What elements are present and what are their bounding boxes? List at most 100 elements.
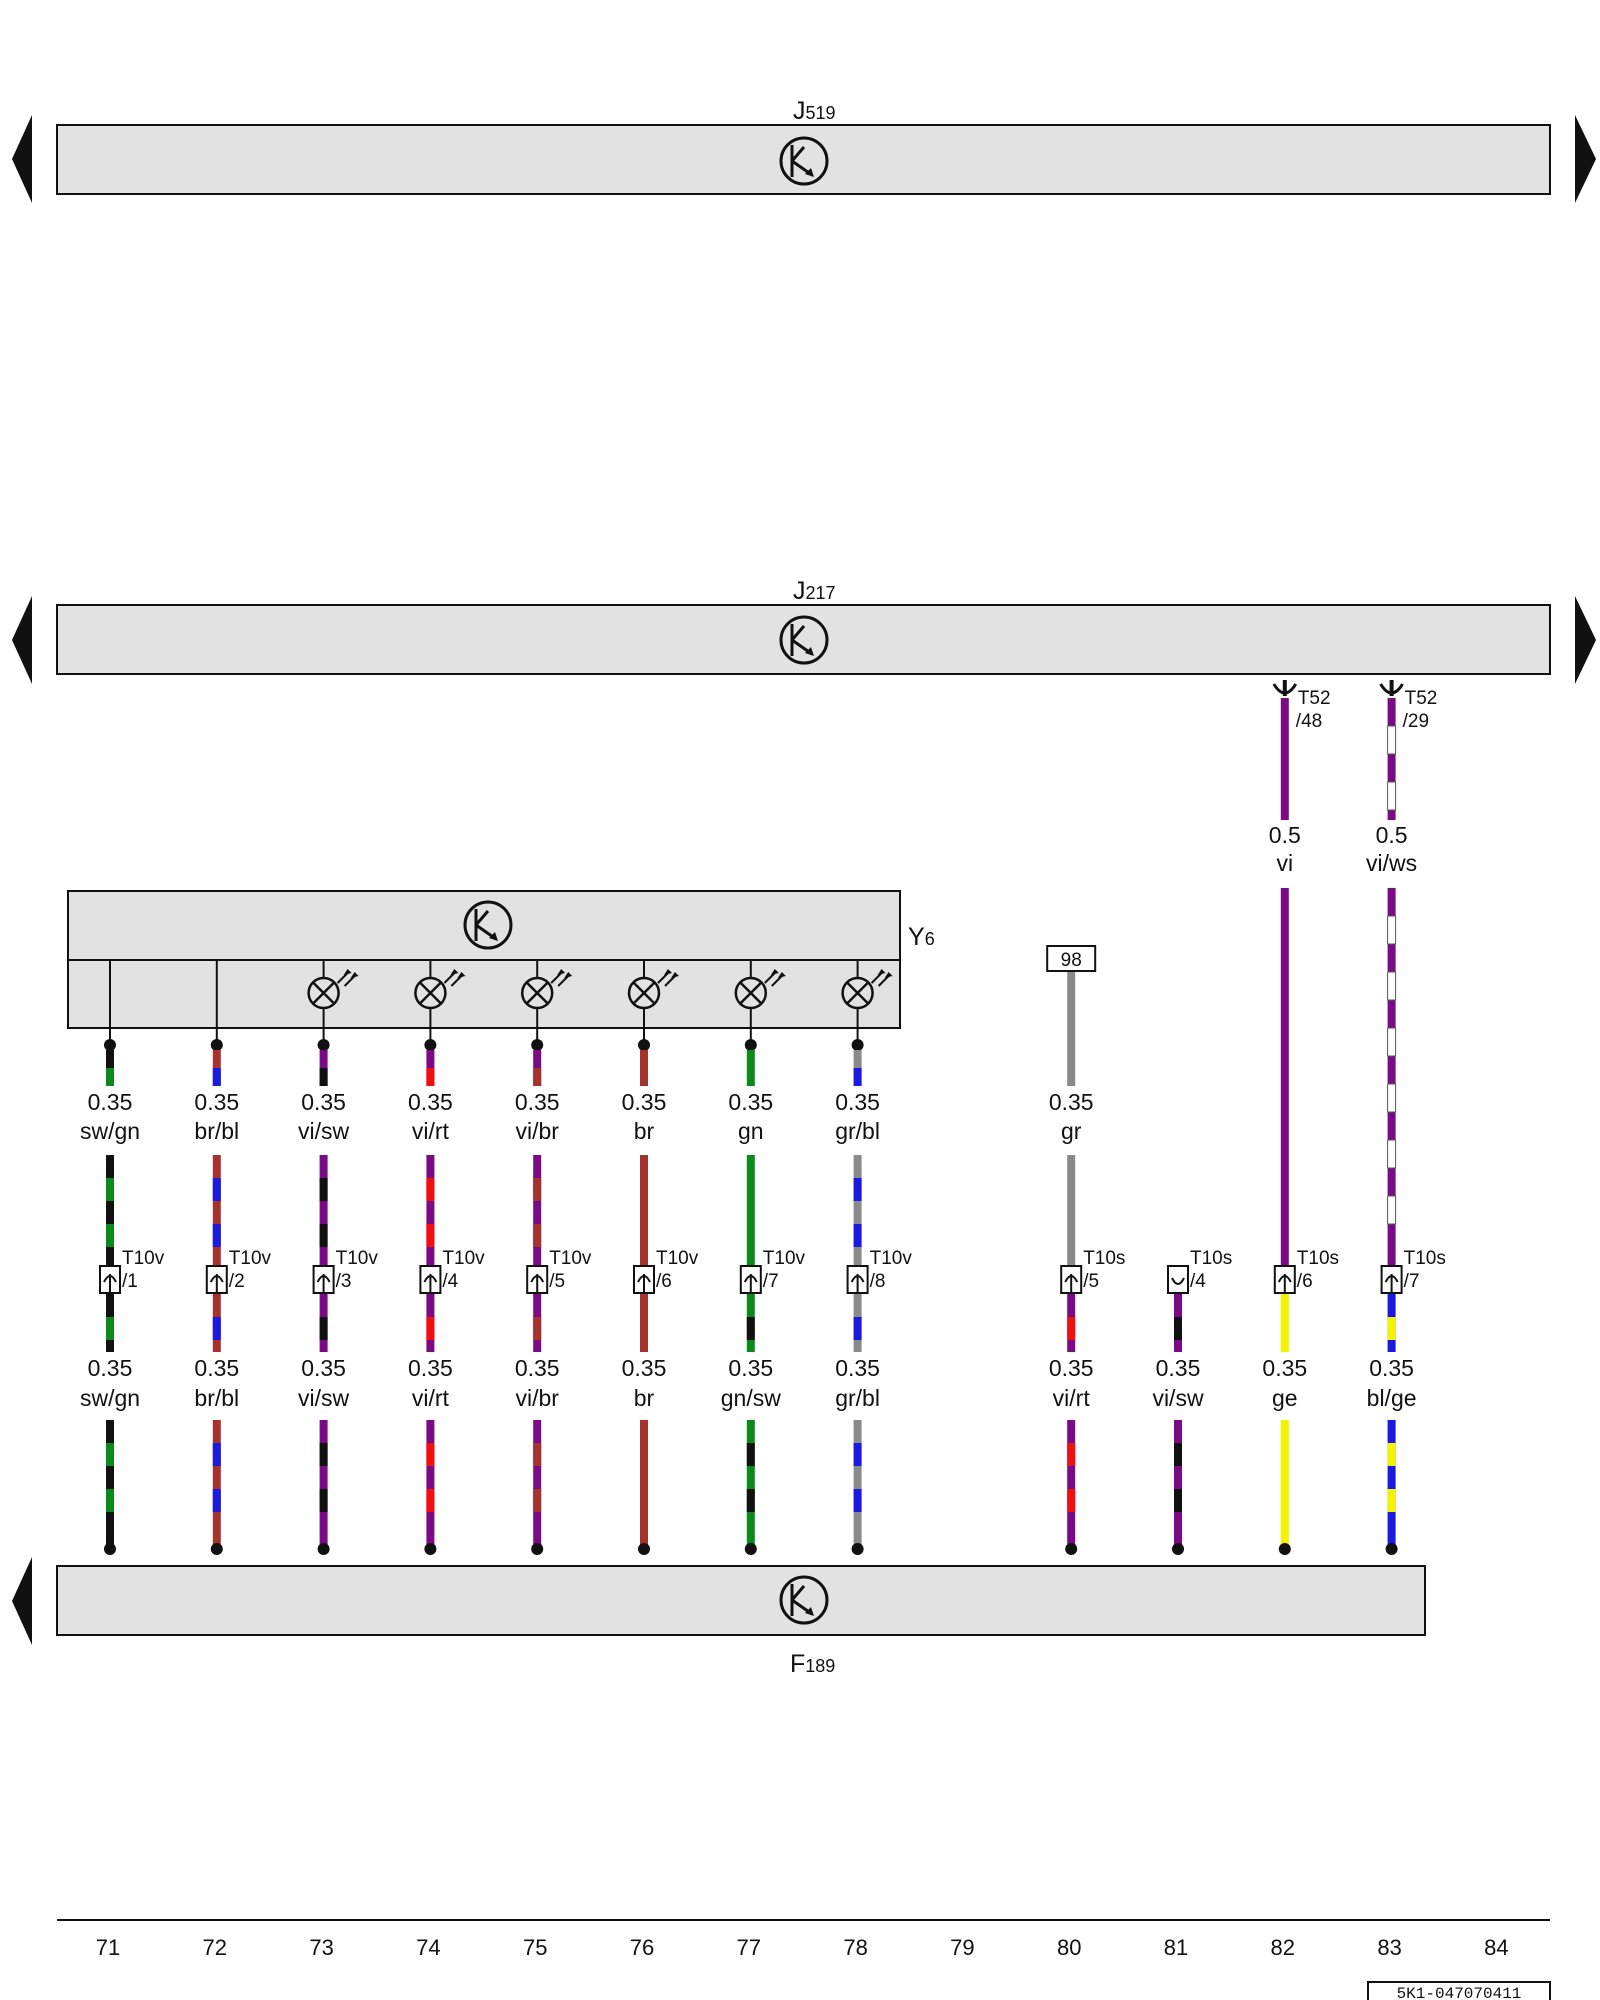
control-unit-icon (779, 615, 829, 665)
connector-pin: /6 (1297, 1271, 1313, 1292)
j519-label: J519 (793, 97, 836, 125)
wire-color: vi/rt (1053, 1385, 1091, 1411)
wire-stripe (212, 1068, 221, 1086)
connector-72: T10v/2 (205, 1248, 272, 1294)
wire-segment (106, 1420, 114, 1545)
arrow-right-icon (1575, 596, 1596, 684)
male-connector-icon (1273, 1265, 1296, 1294)
wire-stripe (1387, 1027, 1397, 1057)
connector-name: T52 (1298, 688, 1331, 709)
junction-dot (531, 1543, 544, 1555)
wire-stripe (106, 1489, 114, 1512)
junction-dot (104, 1039, 116, 1051)
wire-gauge: 0.35 (515, 1089, 560, 1115)
wire-stripe (746, 1443, 755, 1466)
male-connector-icon (205, 1265, 228, 1294)
connector-77: T10v/7 (739, 1248, 806, 1294)
junction-dot (744, 1039, 757, 1051)
wire-stripe (1280, 888, 1289, 1266)
wire-stripe (212, 1420, 221, 1545)
connector-78: T10v/8 (846, 1248, 912, 1294)
wire-stripe (533, 1178, 542, 1201)
wire-segment (1067, 1420, 1076, 1545)
wire-stripe (640, 1050, 648, 1086)
wire-segment (1280, 888, 1289, 1266)
light-rays-icon (336, 969, 359, 987)
column-number: 80 (1057, 1935, 1081, 1960)
part-number-text: 5K1-047070411 (1397, 1985, 1522, 2000)
wire-color: vi/rt (412, 1385, 450, 1411)
wire-gauge: 0.5 (1376, 822, 1408, 848)
column-number: 77 (737, 1935, 761, 1960)
lamp-cross (526, 982, 549, 1004)
wire-stripe (1387, 1489, 1396, 1512)
wire-stripe (640, 1155, 648, 1266)
connector-74: T10v/4 (419, 1248, 485, 1294)
connector-name: T10v (442, 1248, 485, 1269)
junction-dot (1385, 1543, 1398, 1555)
junction-dot (317, 1039, 330, 1051)
socket (1171, 1277, 1185, 1285)
column-number: 81 (1164, 1935, 1188, 1960)
component-j217: J217 (56, 577, 1551, 675)
wire-stripe (319, 1489, 328, 1512)
wire-gauge: 0.35 (728, 1089, 773, 1115)
lamp-cross (846, 982, 869, 1004)
wire-segment (1387, 1420, 1396, 1545)
ray (336, 972, 349, 984)
wire-segment (640, 1420, 648, 1545)
ray-head (564, 972, 573, 978)
wire-stripe (426, 1317, 435, 1340)
column-number: 74 (416, 1935, 440, 1960)
ray-head (350, 972, 359, 978)
connector-81: T10s/4 (1167, 1248, 1232, 1294)
ray (550, 972, 562, 984)
ray-head (884, 972, 893, 978)
wire-stripe (319, 1178, 328, 1201)
wire-segment (1067, 972, 1076, 1086)
connector-pin: /3 (336, 1271, 352, 1292)
connector-housing (1167, 1265, 1189, 1294)
wire-stripe (853, 1420, 862, 1545)
lamp-cross (312, 982, 335, 1004)
wire-stripe (853, 1489, 862, 1512)
wire-segment (426, 1155, 435, 1266)
connector-pin: /8 (870, 1271, 886, 1292)
wire-segment (319, 1294, 328, 1352)
wire-segment (746, 1155, 755, 1266)
wire-gauge: 0.35 (835, 1089, 880, 1115)
wire-segment (106, 1050, 114, 1086)
junction-dot (851, 1543, 864, 1555)
wire-stripe (212, 1489, 221, 1512)
light-rays-icon (870, 969, 893, 987)
wire-segment (853, 1294, 862, 1352)
wire-gauge: 0.35 (301, 1089, 346, 1115)
wire-segment (746, 1294, 755, 1352)
connector-pin: /29 (1403, 711, 1429, 732)
wire-stripe (426, 1443, 435, 1466)
wire-stripe (533, 1068, 542, 1086)
wire-stripe (106, 1178, 114, 1201)
ray-head (457, 972, 466, 978)
wire-gauge: 0.35 (408, 1089, 453, 1115)
wire-segment (533, 1155, 542, 1266)
wire-stripe (212, 1443, 221, 1466)
wire-gauge: 0.35 (1262, 1355, 1307, 1381)
wire-segment (426, 1294, 435, 1352)
upper-wire-83: T52/290.5vi/ws (1366, 680, 1437, 1266)
control-unit-icon (779, 136, 829, 186)
wire-stripe (640, 1294, 648, 1352)
wire-gauge: 0.35 (622, 1355, 667, 1381)
wire-gauge: 0.35 (1156, 1355, 1201, 1381)
wire-stripe (212, 1224, 221, 1247)
light-rays-icon (657, 969, 679, 987)
ray (764, 972, 776, 984)
wire-stripe (106, 1420, 114, 1545)
ray-head (777, 972, 786, 978)
ray-head (671, 972, 679, 978)
